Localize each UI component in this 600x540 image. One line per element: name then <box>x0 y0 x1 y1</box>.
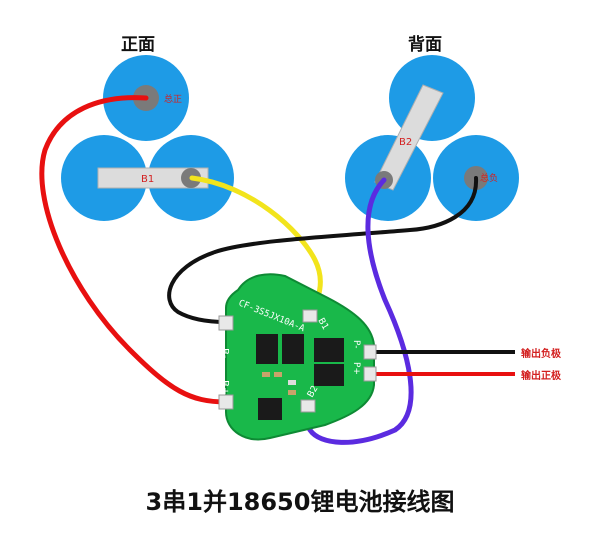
label-output-positive: 输出正极 <box>521 371 561 382</box>
label-output-negative: 输出负极 <box>521 349 561 360</box>
pcb-label-p-minus: P- <box>351 340 361 348</box>
pad-b2 <box>300 399 316 413</box>
label-front-view: 正面 <box>121 35 155 55</box>
nickel-strip-b2 <box>374 84 444 191</box>
pcb-label-b-minus: B- <box>219 348 230 359</box>
protection-board: CF-3S5JX10A-A B- B+ B1 B2 P- P+ <box>218 273 377 441</box>
pad-p-plus <box>363 366 377 382</box>
red-wire-bplus <box>39 95 229 405</box>
smd-resistor-2 <box>274 372 282 377</box>
label-total-positive: 总正 <box>164 93 182 105</box>
pad-b-plus <box>218 394 234 410</box>
nickel-strip-b1 <box>97 167 209 189</box>
pcb-label-p-plus: P+ <box>351 362 361 375</box>
protection-ic <box>258 398 282 420</box>
mosfet-4 <box>314 364 344 386</box>
pcb-label-b-plus: B+ <box>219 380 230 395</box>
pad-b1 <box>302 309 318 323</box>
mosfet-1 <box>256 334 278 364</box>
smd-capacitor <box>288 380 296 385</box>
pad-b-minus <box>218 315 234 331</box>
smd-resistor-3 <box>288 390 296 395</box>
smd-resistor-1 <box>262 372 270 377</box>
label-strip-b1: B1 <box>141 174 154 185</box>
front-battery-pack <box>61 55 234 221</box>
mosfet-2 <box>282 334 304 364</box>
diagram-title: 3串1并18650锂电池接线图 <box>145 488 455 516</box>
black-wire-bminus <box>167 176 479 324</box>
pad-p-minus <box>363 344 377 360</box>
label-back-view: 背面 <box>408 35 442 55</box>
label-strip-b2: B2 <box>399 137 412 148</box>
label-total-negative: 总负 <box>480 172 498 184</box>
mosfet-3 <box>314 338 344 362</box>
